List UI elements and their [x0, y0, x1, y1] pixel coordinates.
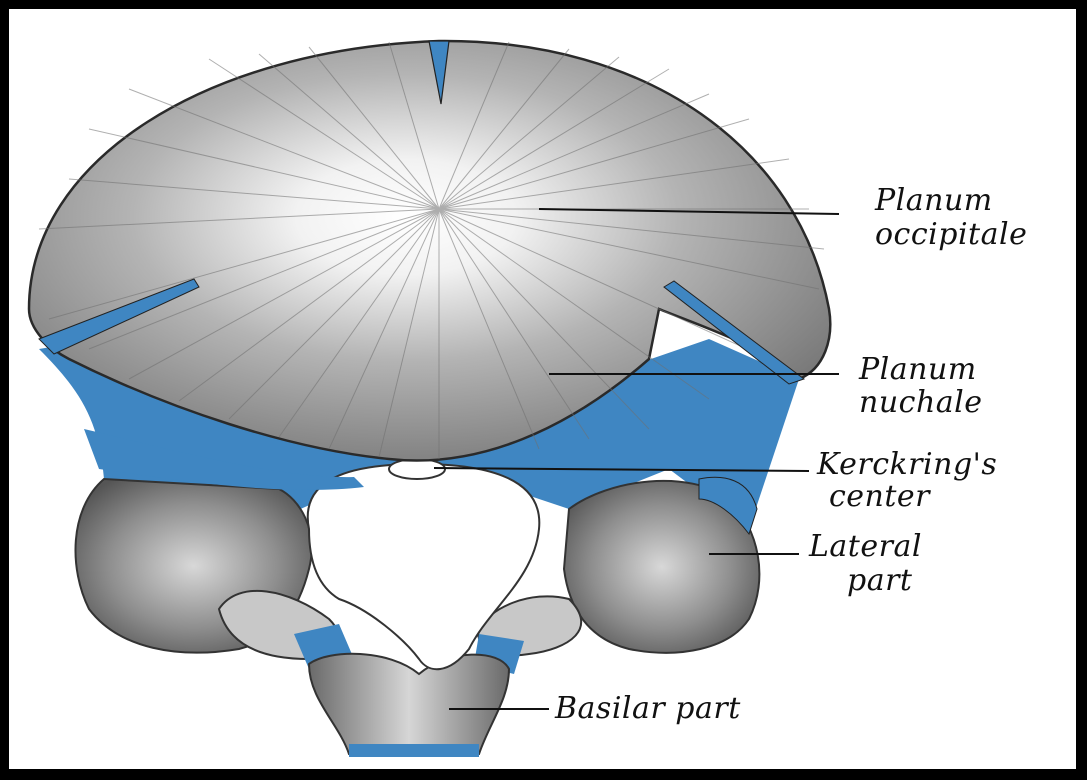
label-planum-occipitale-2: occipitale [875, 219, 1027, 251]
label-kerckring-2: center [829, 481, 930, 513]
label-planum-nuchale-1: Planum [859, 354, 977, 386]
figure-frame: Planum occipitale Planum nuchale Kerckri… [9, 9, 1076, 769]
label-lateral-1: Lateral [809, 531, 922, 563]
label-lateral-2: part [847, 565, 913, 597]
basilar-part [309, 654, 509, 754]
label-basilar: Basilar part [555, 693, 741, 725]
label-kerckring-1: Kerckring's [817, 449, 997, 481]
label-planum-nuchale-2: nuchale [859, 387, 983, 419]
label-planum-occipitale-1: Planum [875, 185, 993, 217]
basilar-base-cartilage [349, 744, 479, 757]
